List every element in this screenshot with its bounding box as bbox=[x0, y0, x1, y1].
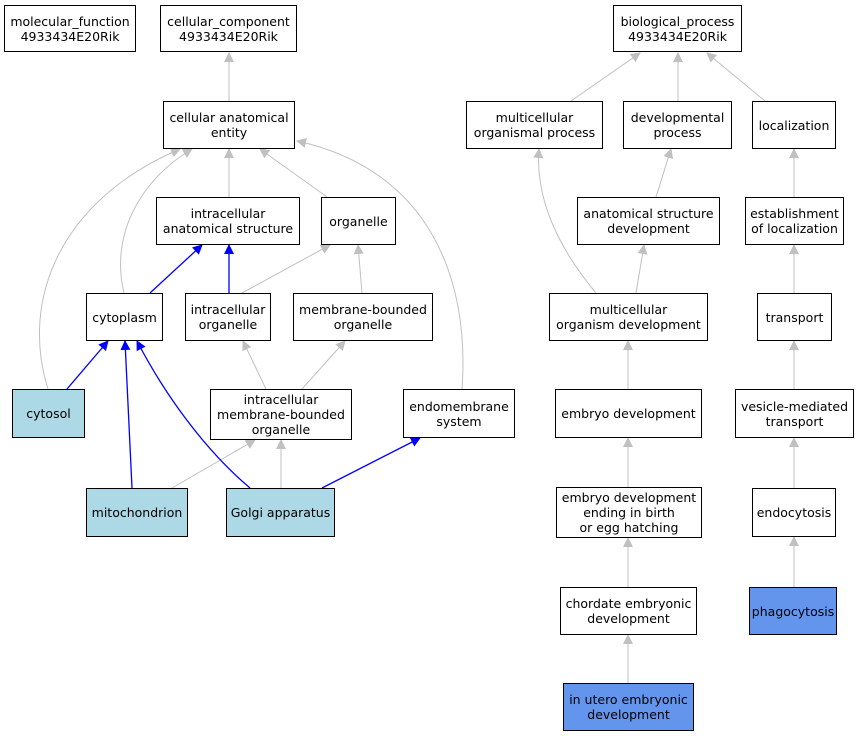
node-intracellular-organelle[interactable]: intracellular organelle bbox=[185, 293, 271, 341]
node-label: intracellular organelle bbox=[190, 302, 266, 332]
edge-cytoplasm-to-cellular-anatomical-entity bbox=[120, 148, 193, 294]
node-label: embryo development ending in birth or eg… bbox=[561, 490, 697, 535]
node-molecular-function[interactable]: molecular_function 4933434E20Rik bbox=[4, 5, 136, 52]
node-label: molecular_function 4933434E20Rik bbox=[10, 13, 130, 44]
node-label: endocytosis bbox=[756, 505, 832, 520]
node-label: phagocytosis bbox=[751, 603, 835, 619]
edge-membrane-bounded-organelle-to-organelle bbox=[353, 244, 364, 294]
node-endomembrane-system[interactable]: endomembrane system bbox=[403, 389, 515, 438]
node-label: intracellular membrane-bounded organelle bbox=[217, 392, 345, 437]
edge-cytoplasm-to-intracellular-anatomical-structure bbox=[149, 244, 203, 294]
node-label: in utero embryonic development bbox=[569, 692, 688, 722]
node-label: developmental process bbox=[630, 110, 725, 140]
node-establishment-of-localization[interactable]: establishment of localization bbox=[745, 197, 844, 245]
node-label: anatomical structure development bbox=[583, 206, 714, 236]
node-label: organelle bbox=[329, 213, 388, 229]
edge-multicellular-organism-development-to-multicellular-organismal-process bbox=[533, 148, 597, 294]
node-label: endomembrane system bbox=[409, 398, 509, 429]
node-developmental-process[interactable]: developmental process bbox=[623, 101, 732, 149]
edge-cytosol-to-cytoplasm bbox=[66, 340, 109, 390]
node-cellular-anatomical-entity[interactable]: cellular anatomical entity bbox=[163, 101, 295, 149]
edge-golgi-to-endomembrane-system bbox=[321, 437, 421, 489]
node-embryo-development[interactable]: embryo development bbox=[555, 389, 702, 438]
node-multicellular-organismal-process[interactable]: multicellular organismal process bbox=[466, 101, 603, 149]
node-label: intracellular anatomical structure bbox=[162, 206, 294, 236]
node-transport[interactable]: transport bbox=[757, 293, 832, 341]
node-label: localization bbox=[758, 117, 830, 133]
edge-intracellular-organelle-to-organelle bbox=[241, 244, 331, 294]
node-label: multicellular organismal process bbox=[473, 110, 596, 140]
edge-organelle-to-cellular-anatomical-entity bbox=[259, 148, 328, 198]
node-label: multicellular organism development bbox=[556, 302, 701, 332]
node-golgi-apparatus[interactable]: Golgi apparatus bbox=[226, 488, 335, 537]
node-label: biological_process 4933434E20Rik bbox=[620, 13, 735, 44]
node-intracellular-membrane-bounded-organelle[interactable]: intracellular membrane-bounded organelle bbox=[210, 389, 352, 440]
edge-intracellular-mbo-to-intracellular-organelle bbox=[242, 340, 267, 390]
edge-golgi-to-cytoplasm bbox=[136, 340, 251, 489]
node-cytoplasm[interactable]: cytoplasm bbox=[86, 293, 163, 341]
edge-multicellular-organism-development-to-anatomical-structure-development bbox=[635, 244, 648, 294]
node-cellular-component[interactable]: cellular_component 4933434E20Rik bbox=[160, 5, 297, 52]
node-biological-process[interactable]: biological_process 4933434E20Rik bbox=[613, 5, 742, 52]
node-label: cytosol bbox=[26, 406, 71, 421]
node-multicellular-organism-development[interactable]: multicellular organism development bbox=[549, 293, 708, 341]
node-label: membrane-bounded organelle bbox=[299, 302, 427, 332]
node-in-utero-embryonic-development[interactable]: in utero embryonic development bbox=[563, 683, 694, 731]
edge-endomembrane-system-to-cellular-anatomical-entity bbox=[296, 138, 464, 390]
edge-mitochondrion-to-cytoplasm bbox=[120, 340, 133, 489]
edge-localization-to-biological-process bbox=[706, 52, 766, 102]
edge-intracellular-mbo-to-membrane-bounded-organelle bbox=[301, 340, 346, 390]
node-label: cellular anatomical entity bbox=[169, 110, 289, 140]
node-label: transport bbox=[765, 309, 824, 325]
edge-cytosol-to-cellular-anatomical-entity bbox=[38, 147, 181, 390]
node-endocytosis[interactable]: endocytosis bbox=[752, 488, 836, 537]
node-label: embryo development bbox=[561, 406, 696, 421]
node-chordate-embryonic-development[interactable]: chordate embryonic development bbox=[560, 587, 697, 635]
node-label: vesicle-mediated transport bbox=[740, 398, 849, 429]
node-vesicle-mediated-transport[interactable]: vesicle-mediated transport bbox=[735, 389, 854, 438]
edge-mitochondrion-to-intracellular-mbo bbox=[171, 439, 256, 489]
node-localization[interactable]: localization bbox=[752, 101, 836, 149]
node-mitochondrion[interactable]: mitochondrion bbox=[86, 488, 188, 537]
edge-multicellular-organismal-process-to-biological-process bbox=[570, 52, 641, 102]
node-label: mitochondrion bbox=[91, 505, 183, 520]
node-phagocytosis[interactable]: phagocytosis bbox=[749, 587, 837, 635]
node-label: chordate embryonic development bbox=[565, 596, 692, 626]
node-anatomical-structure-development[interactable]: anatomical structure development bbox=[577, 197, 720, 245]
edge-anatomical-structure-development-to-developmental-process bbox=[655, 148, 674, 198]
node-cytosol[interactable]: cytosol bbox=[12, 389, 85, 438]
node-embryo-development-ending[interactable]: embryo development ending in birth or eg… bbox=[556, 487, 702, 538]
node-label: cellular_component 4933434E20Rik bbox=[167, 13, 290, 44]
node-membrane-bounded-organelle[interactable]: membrane-bounded organelle bbox=[293, 293, 433, 341]
node-organelle[interactable]: organelle bbox=[321, 197, 396, 245]
node-label: cytoplasm bbox=[92, 309, 157, 325]
node-label: Golgi apparatus bbox=[230, 505, 331, 520]
node-intracellular-anatomical-structure[interactable]: intracellular anatomical structure bbox=[156, 197, 300, 245]
node-label: establishment of localization bbox=[750, 206, 839, 236]
